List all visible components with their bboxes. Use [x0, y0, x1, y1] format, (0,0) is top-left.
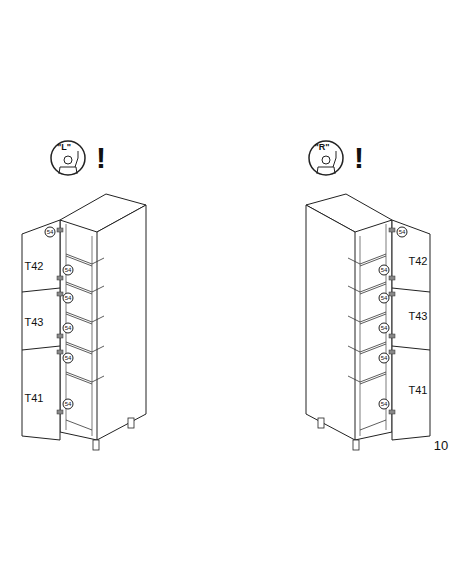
warning-mark: !: [96, 143, 106, 173]
callout-number: 54: [379, 353, 390, 364]
quote-label: "L": [57, 143, 71, 152]
part-name: T43: [409, 311, 428, 322]
page-number: 10: [434, 439, 448, 452]
callout-number: 54: [397, 227, 408, 238]
callout-number: 54: [63, 323, 74, 334]
part-name: T42: [409, 256, 428, 267]
part-name: T41: [409, 385, 428, 396]
part-name: T42: [25, 261, 44, 272]
callout-number: 54: [45, 227, 56, 238]
callout-number: 54: [63, 353, 74, 364]
callout-number: 54: [63, 399, 74, 410]
callout-number: 54: [63, 265, 74, 276]
callout-number: 54: [379, 399, 390, 410]
callout-number: 54: [379, 293, 390, 304]
quote-label: "R": [314, 143, 329, 152]
part-name: T43: [25, 317, 44, 328]
callout-number: 54: [379, 323, 390, 334]
callout-number: 54: [379, 265, 390, 276]
warning-mark: !: [354, 143, 364, 173]
callout-number: 54: [63, 293, 74, 304]
part-name: T41: [25, 393, 44, 404]
